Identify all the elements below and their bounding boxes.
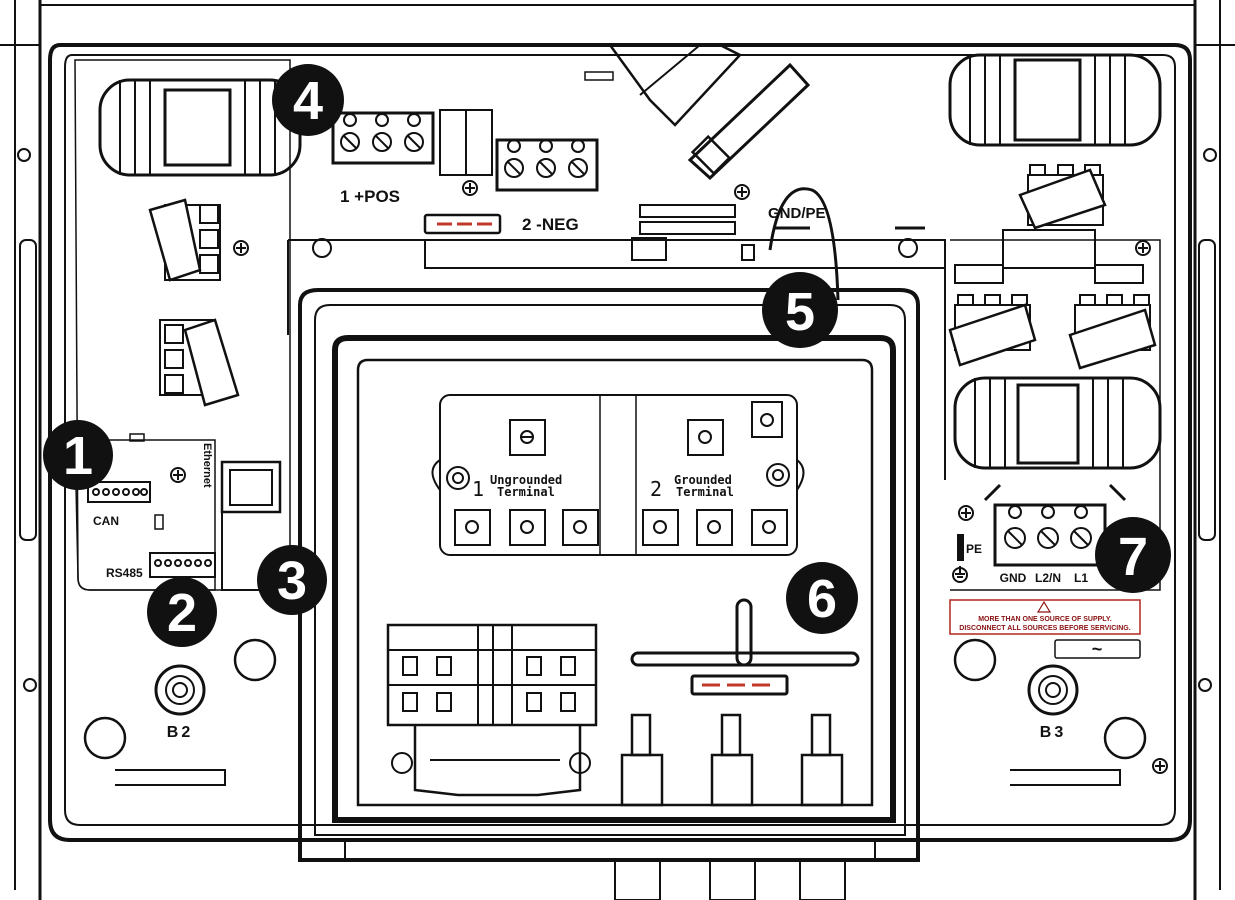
grounding-terminal-board — [431, 394, 805, 556]
svg-text:1: 1 — [63, 426, 93, 486]
relay-left-lower — [159, 318, 240, 407]
ethernet-port — [220, 460, 282, 591]
svg-text:3: 3 — [277, 551, 307, 611]
label-gnd-pe: GND/PE — [768, 205, 826, 222]
label-neg: 2 -NEG — [522, 215, 579, 234]
relay-right-mid-left — [948, 294, 1037, 367]
dc-terminal-block-pos — [331, 111, 435, 165]
callout-7: 7 — [1095, 517, 1171, 593]
relay-right-mid-right — [1068, 294, 1157, 370]
dc-terminal-block-neg — [495, 138, 599, 192]
left-pcb — [74, 59, 1168, 786]
ungrounded-line-2: Terminal — [497, 485, 555, 499]
center-compartment — [298, 288, 920, 900]
gnd-pe-area — [631, 187, 925, 301]
warning-line-2: DISCONNECT ALL SOURCES BEFORE SERVICING. — [959, 625, 1130, 632]
warning-line-1: MORE THAN ONE SOURCE OF SUPPLY. — [978, 616, 1112, 623]
svg-text:7: 7 — [1118, 527, 1148, 587]
label-pe: PE — [966, 542, 982, 556]
ungrounded-line-1: Ungrounded — [490, 473, 562, 487]
mounting-plate — [287, 239, 946, 480]
label-ethernet: Ethernet — [201, 443, 213, 488]
svg-text:6: 6 — [807, 569, 837, 629]
right-pcb — [948, 53, 1162, 786]
ac-output-ports — [620, 713, 844, 807]
relay-left-upper — [148, 198, 221, 282]
ac-symbol: ~ — [1092, 639, 1103, 659]
ac-handle — [630, 598, 860, 696]
dc-capacitor — [439, 109, 493, 176]
callout-4: 4 — [272, 64, 344, 136]
mount-b3 — [953, 638, 1147, 760]
ribbon-connector — [584, 43, 811, 181]
label-l2n: L2/N — [1035, 571, 1061, 585]
ground-icon — [952, 534, 968, 583]
svg-text:5: 5 — [785, 282, 815, 342]
label-rs485: RS485 — [106, 566, 143, 580]
mount-b2 — [83, 638, 277, 760]
grounded-line-2: Terminal — [676, 485, 734, 499]
fuse-dc — [423, 213, 502, 235]
warning-label: MORE THAN ONE SOURCE OF SUPPLY. DISCONNE… — [949, 599, 1141, 635]
label-pos: 1 +POS — [340, 187, 400, 206]
grounded-line-1: Grounded — [674, 473, 732, 487]
ac-terminal-block — [993, 503, 1107, 567]
label-l1: L1 — [1074, 571, 1088, 585]
label-can: CAN — [93, 514, 119, 528]
svg-text:2: 2 — [167, 583, 197, 643]
toroid-top-left — [98, 78, 302, 177]
relay-right-top — [1018, 164, 1107, 230]
breaker-block — [386, 623, 598, 797]
can-connector — [87, 481, 151, 503]
toroid-top-right — [948, 53, 1162, 147]
label-b3: B3 — [1040, 724, 1066, 741]
callout-1: 1 — [43, 420, 113, 490]
ungrounded-number: 1 — [472, 477, 484, 501]
callout-2: 2 — [147, 577, 217, 647]
screw-icon — [170, 180, 1168, 774]
callout-3: 3 — [257, 545, 327, 615]
toroid-right — [953, 376, 1162, 470]
grounded-number: 2 — [650, 477, 662, 501]
svg-text:4: 4 — [293, 71, 323, 131]
callout-6: 6 — [786, 562, 858, 634]
callout-5: 5 — [762, 272, 838, 348]
label-b2: B2 — [167, 724, 193, 741]
label-gnd: GND — [1000, 571, 1027, 585]
rs485-connector — [149, 552, 216, 578]
